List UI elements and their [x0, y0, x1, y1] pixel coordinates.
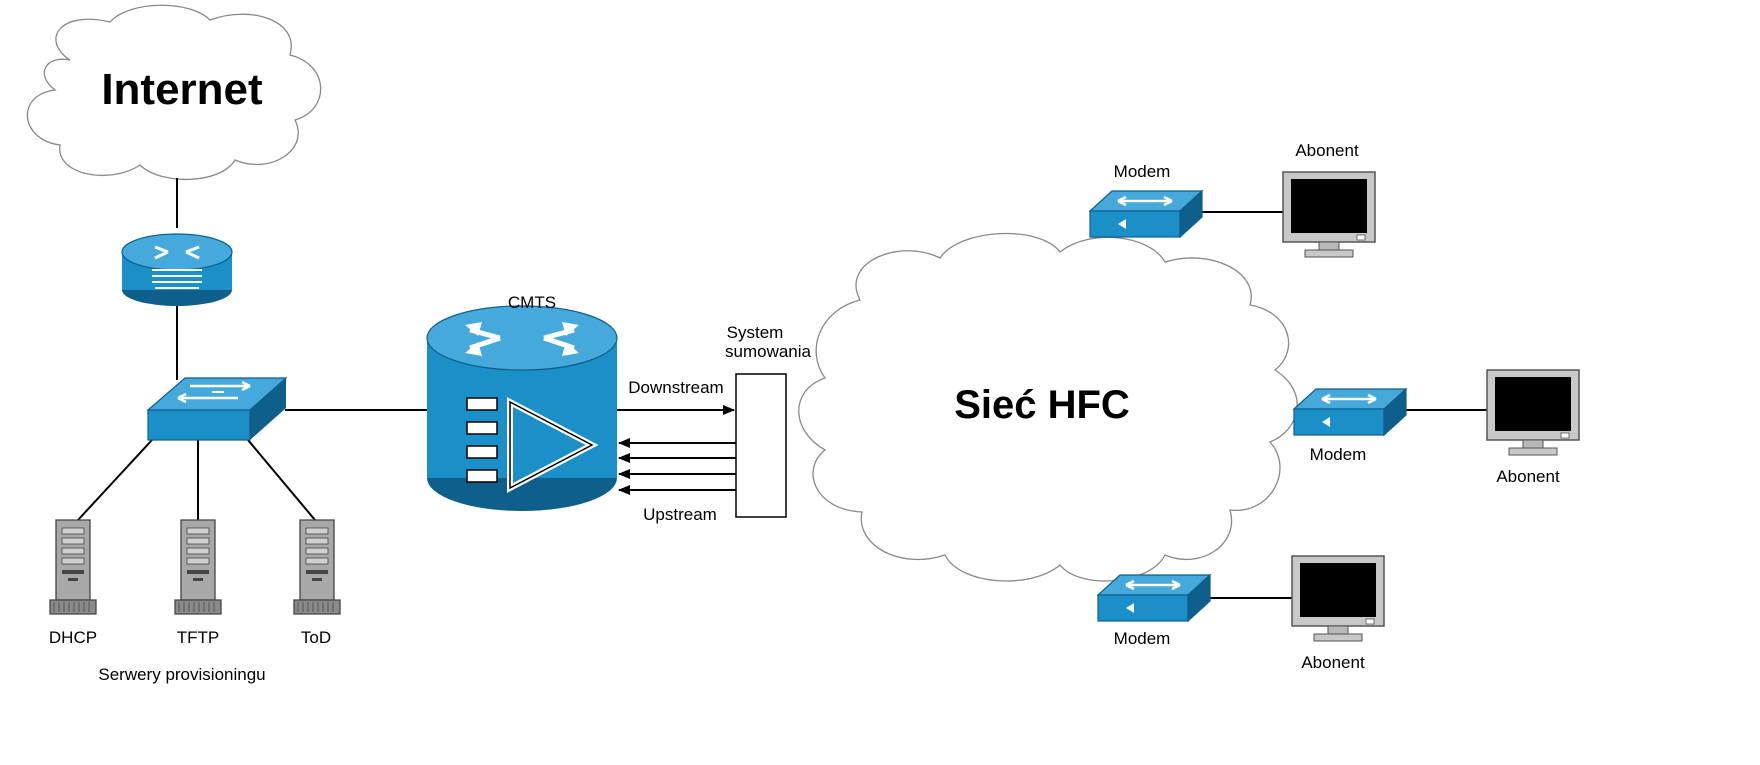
modem-label-1: Modem	[1114, 162, 1171, 181]
subscriber-monitor-icon-3	[1291, 555, 1385, 642]
internet-label: Internet	[101, 65, 263, 114]
cmts-label: CMTS	[508, 293, 556, 312]
modem-label-3: Modem	[1114, 629, 1171, 648]
switch-icon	[146, 377, 288, 441]
router-icon	[121, 233, 233, 306]
upstream-links	[618, 438, 736, 495]
downstream-label: Downstream	[628, 378, 723, 397]
subscriber-monitor-icon-2	[1486, 369, 1580, 456]
internet-cloud: Internet	[26, 4, 322, 181]
server-label-dhcp: DHCP	[49, 628, 97, 647]
modem-label-2: Modem	[1310, 445, 1367, 464]
cmts-icon	[426, 305, 618, 511]
subscriber-label-1: Abonent	[1295, 141, 1359, 160]
combiner-box	[735, 373, 787, 518]
server-tftp-icon	[174, 519, 222, 615]
modem-icon-2	[1292, 387, 1408, 437]
combiner-label-line1: System	[727, 323, 784, 342]
left-connections	[77, 178, 428, 521]
modem-icon-3	[1096, 573, 1212, 623]
server-label-tod: ToD	[301, 628, 331, 647]
subscriber-label-3: Abonent	[1301, 653, 1365, 672]
subscriber-label-2: Abonent	[1496, 467, 1560, 486]
modem-icon-1	[1088, 189, 1204, 239]
combiner-label-line2: sumowania	[725, 342, 812, 361]
subscriber-connections	[1189, 211, 1487, 599]
server-tod-icon	[293, 519, 341, 615]
hfc-cloud: Sieć HFC	[798, 232, 1298, 582]
servers-group-label: Serwery provisioningu	[98, 665, 265, 684]
subscriber-monitor-icon-1	[1282, 171, 1376, 258]
server-dhcp-icon	[49, 519, 97, 615]
upstream-label: Upstream	[643, 505, 717, 524]
server-label-tftp: TFTP	[177, 628, 220, 647]
hfc-label: Sieć HFC	[954, 383, 1130, 427]
